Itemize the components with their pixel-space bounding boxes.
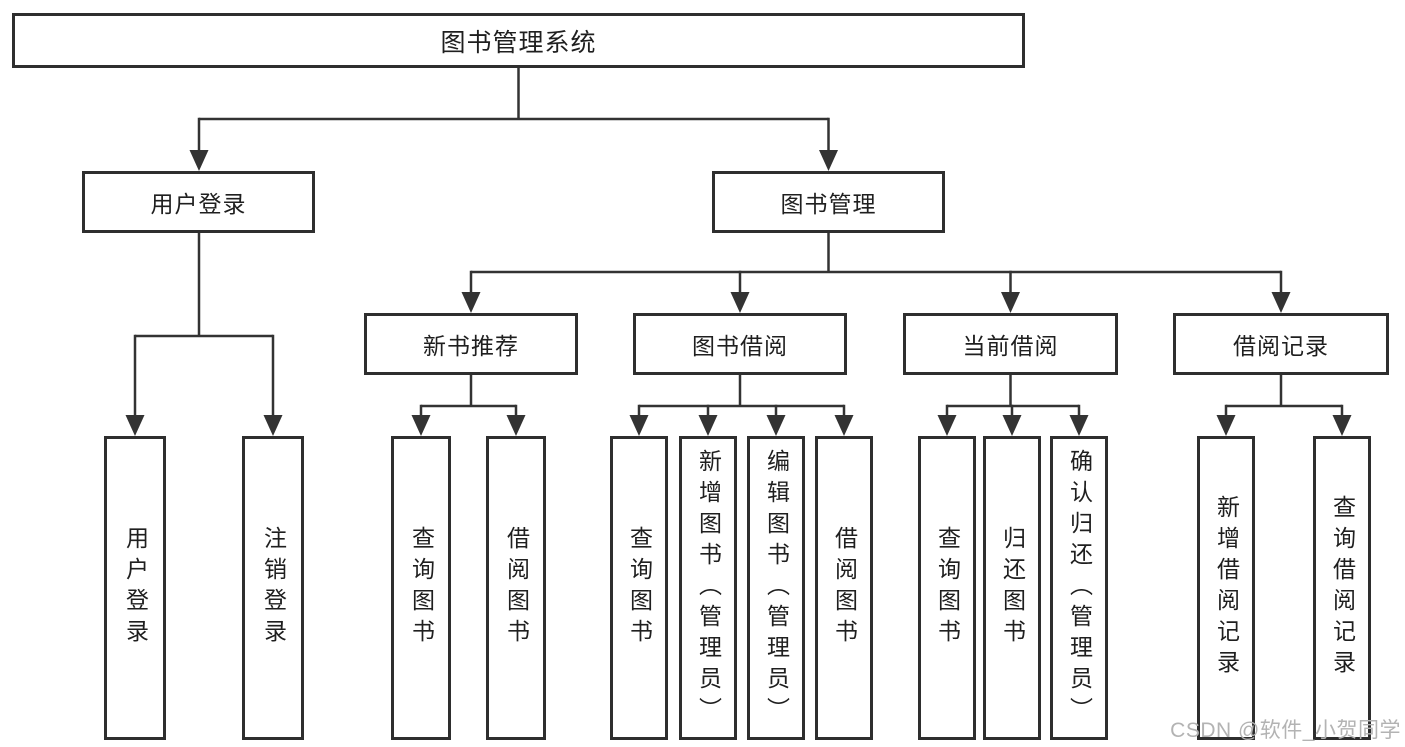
leaf-current-query-books-label: 查询图书 (934, 526, 961, 650)
leaf-borrow-add-books-label: 新增图书（管理员） (695, 448, 722, 728)
leaf-user-login-label: 用户登录 (122, 526, 149, 650)
node-new-book-recommend: 新书推荐 (364, 313, 578, 375)
leaf-recommend-borrow-books-label: 借阅图书 (503, 526, 530, 650)
leaf-borrow-add-books: 新增图书（管理员） (679, 436, 737, 740)
leaf-current-query-books: 查询图书 (918, 436, 976, 740)
leaf-borrow-edit-books: 编辑图书（管理员） (747, 436, 805, 740)
csdn-watermark: CSDN @软件_小贺同学 (1170, 719, 1401, 742)
node-borrow-records: 借阅记录 (1173, 313, 1389, 375)
leaf-current-return-books: 归还图书 (983, 436, 1041, 740)
leaf-user-login: 用户登录 (104, 436, 166, 740)
leaf-borrow-edit-books-label: 编辑图书（管理员） (763, 448, 790, 728)
leaf-recommend-query-books: 查询图书 (391, 436, 451, 740)
node-user-login: 用户登录 (82, 171, 315, 233)
node-book-borrow: 图书借阅 (633, 313, 847, 375)
leaf-borrow-borrow-books-label: 借阅图书 (831, 526, 858, 650)
leaf-borrow-query-books: 查询图书 (610, 436, 668, 740)
leaf-recommend-query-books-label: 查询图书 (408, 526, 435, 650)
leaf-records-query-record: 查询借阅记录 (1313, 436, 1371, 740)
leaf-borrow-borrow-books: 借阅图书 (815, 436, 873, 740)
leaf-borrow-query-books-label: 查询图书 (626, 526, 653, 650)
leaf-records-query-record-label: 查询借阅记录 (1329, 495, 1356, 681)
leaf-recommend-borrow-books: 借阅图书 (486, 436, 546, 740)
leaf-records-add-record-label: 新增借阅记录 (1213, 495, 1240, 681)
leaf-logout: 注销登录 (242, 436, 304, 740)
leaf-current-return-books-label: 归还图书 (999, 526, 1026, 650)
leaf-logout-label: 注销登录 (260, 526, 287, 650)
leaf-records-add-record: 新增借阅记录 (1197, 436, 1255, 740)
node-library-management-system: 图书管理系统 (12, 13, 1025, 68)
node-current-borrow: 当前借阅 (903, 313, 1118, 375)
leaf-current-confirm-return-label: 确认归还（管理员） (1066, 448, 1093, 728)
node-book-management: 图书管理 (712, 171, 945, 233)
leaf-current-confirm-return: 确认归还（管理员） (1050, 436, 1108, 740)
